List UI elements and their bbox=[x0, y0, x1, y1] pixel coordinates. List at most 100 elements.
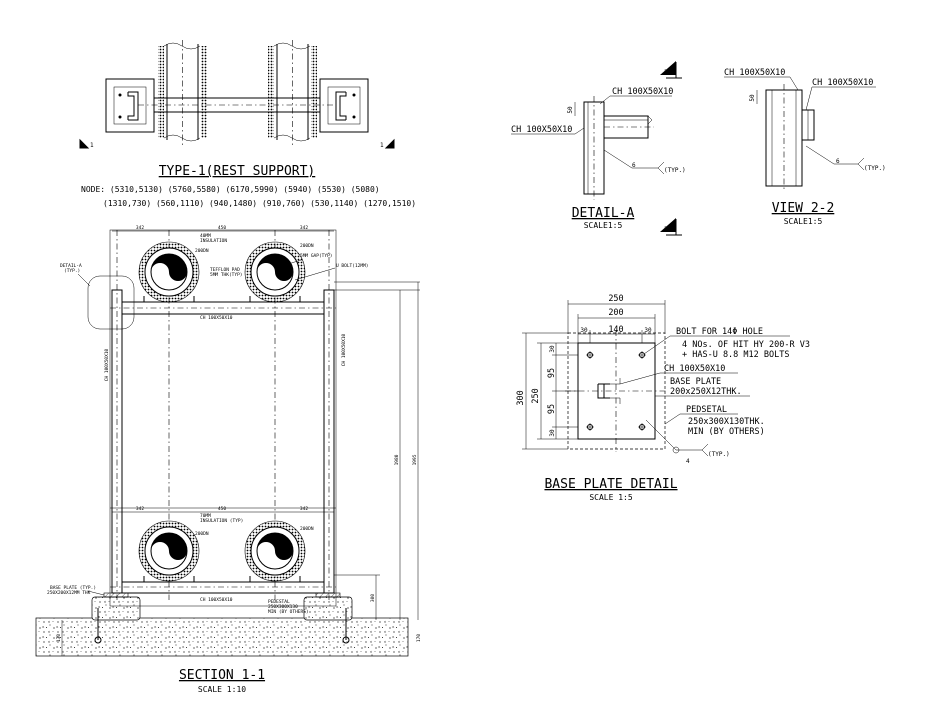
base-plate-detail: 250 200 30 140 30 300 250 30 95 95 30 BO… bbox=[516, 294, 810, 465]
anchor-bolt-tr bbox=[638, 351, 646, 359]
svg-text:BASE PLATE (TYP.): BASE PLATE (TYP.) bbox=[50, 585, 96, 591]
svg-text:2: 2 bbox=[664, 69, 668, 76]
beam-upper bbox=[121, 301, 325, 315]
svg-text:450: 450 bbox=[218, 225, 226, 231]
svg-text:CH 100X50X10: CH 100X50X10 bbox=[724, 68, 785, 78]
plan-endbox-left bbox=[105, 78, 155, 133]
svg-text:40MM: 40MM bbox=[200, 233, 211, 239]
svg-text:5MM THK(TYP): 5MM THK(TYP) bbox=[210, 272, 243, 278]
svg-text:CH 100X50X10: CH 100X50X10 bbox=[200, 597, 233, 603]
svg-text:250X300X130: 250X300X130 bbox=[268, 604, 298, 610]
pipe-lower-right bbox=[244, 520, 306, 583]
svg-text:+ HAS-U 8.8 M12 BOLTS: + HAS-U 8.8 M12 BOLTS bbox=[682, 350, 789, 360]
svg-text:(TYP.): (TYP.) bbox=[664, 167, 686, 174]
svg-text:95: 95 bbox=[547, 404, 557, 414]
svg-text:200DN: 200DN bbox=[300, 526, 314, 532]
plan-pipe-left-insulation-right bbox=[201, 46, 207, 138]
svg-text:INSULATION: INSULATION bbox=[200, 238, 227, 244]
svg-text:4: 4 bbox=[686, 458, 690, 465]
section11-scale: SCALE 1:10 bbox=[198, 685, 246, 694]
pipe-lower-left bbox=[138, 520, 200, 583]
svg-text:200DN: 200DN bbox=[195, 531, 209, 537]
svg-text:CH 100X50X10: CH 100X50X10 bbox=[664, 364, 725, 374]
svg-text:170: 170 bbox=[416, 634, 422, 642]
detail-a-scale: SCALE1:5 bbox=[584, 221, 623, 230]
svg-text:CH 100X50X10: CH 100X50X10 bbox=[511, 125, 572, 135]
svg-text:342: 342 bbox=[300, 506, 308, 512]
view-2-2: 50 CH 100X50X10 CH 100X50X10 6 (TYP.) bbox=[724, 68, 886, 192]
pedestal-left bbox=[91, 596, 141, 621]
concrete-slab bbox=[35, 617, 409, 657]
base-plate-scale: SCALE 1:5 bbox=[589, 493, 633, 502]
view22-title: VIEW 2-2 bbox=[772, 201, 835, 216]
svg-text:6: 6 bbox=[632, 162, 636, 169]
svg-text:342: 342 bbox=[136, 225, 144, 231]
svg-text:200x250X12THK.: 200x250X12THK. bbox=[670, 387, 742, 397]
svg-text:130: 130 bbox=[56, 634, 62, 642]
svg-text:250: 250 bbox=[608, 294, 623, 304]
svg-text:30: 30 bbox=[644, 327, 652, 334]
anchor-bolt-bl bbox=[586, 423, 594, 431]
svg-text:450: 450 bbox=[218, 506, 226, 512]
svg-text:(TYP.): (TYP.) bbox=[64, 268, 80, 274]
svg-text:MIN (BY OTHERS): MIN (BY OTHERS) bbox=[268, 609, 309, 615]
svg-text:342: 342 bbox=[300, 225, 308, 231]
svg-text:200DN: 200DN bbox=[300, 243, 314, 249]
type1-plan: 1 1 bbox=[79, 40, 395, 149]
svg-text:2: 2 bbox=[664, 226, 668, 233]
svg-text:CH 100X50X10: CH 100X50X10 bbox=[812, 78, 873, 88]
svg-text:300: 300 bbox=[516, 390, 526, 405]
svg-text:5MM GAP(TYP): 5MM GAP(TYP) bbox=[300, 253, 333, 259]
anchor-bolt-br bbox=[638, 423, 646, 431]
plan-endbox-right bbox=[319, 78, 369, 133]
svg-text:(TYP.): (TYP.) bbox=[708, 451, 730, 458]
svg-text:250: 250 bbox=[531, 388, 541, 403]
section-arrow-right: 1 bbox=[380, 138, 395, 149]
svg-text:MIN (BY OTHERS): MIN (BY OTHERS) bbox=[688, 427, 765, 437]
svg-text:200DN: 200DN bbox=[195, 248, 209, 254]
detail-a-title: DETAIL-A bbox=[572, 206, 635, 221]
plan-pipe-right-insulation-right bbox=[311, 46, 317, 138]
svg-text:50: 50 bbox=[567, 106, 574, 114]
svg-text:95: 95 bbox=[547, 368, 557, 378]
svg-text:342: 342 bbox=[136, 506, 144, 512]
section-arrow-2-top: 2 bbox=[660, 61, 682, 79]
section-arrow-left: 1 bbox=[79, 138, 94, 149]
svg-text:PEDSETAL: PEDSETAL bbox=[686, 405, 727, 415]
pipe-upper-left bbox=[138, 241, 200, 303]
svg-text:DETAIL-A: DETAIL-A bbox=[60, 263, 82, 269]
svg-text:6: 6 bbox=[836, 158, 840, 165]
svg-text:140: 140 bbox=[608, 325, 623, 335]
svg-text:U BOLT(12MM): U BOLT(12MM) bbox=[336, 263, 369, 269]
svg-text:1980: 1980 bbox=[394, 454, 400, 465]
svg-text:TEFFLON PAD: TEFFLON PAD bbox=[210, 267, 240, 273]
type1-nodes-line1: NODE: (5310,5130) (5760,5580) (6170,5990… bbox=[81, 185, 380, 194]
section-1-1: 342 450 342 342 450 342 40MM INSULATION … bbox=[35, 225, 422, 657]
section11-title: SECTION 1-1 bbox=[179, 668, 265, 683]
beam-lower bbox=[121, 581, 325, 594]
svg-text:1995: 1995 bbox=[412, 454, 418, 465]
svg-text:INSULATION (TYP): INSULATION (TYP) bbox=[200, 518, 243, 524]
svg-text:(TYP.): (TYP.) bbox=[864, 165, 886, 172]
svg-text:1: 1 bbox=[380, 142, 384, 149]
svg-text:250X200X12MM THK: 250X200X12MM THK bbox=[47, 590, 91, 596]
svg-text:30: 30 bbox=[580, 327, 588, 334]
type1-title: TYPE-1(REST SUPPORT) bbox=[159, 164, 316, 179]
view22-scale: SCALE1:5 bbox=[784, 217, 823, 226]
svg-text:PEDESTAL: PEDESTAL bbox=[268, 599, 290, 605]
svg-text:300: 300 bbox=[370, 594, 376, 602]
svg-text:CH 100X50X10: CH 100X50X10 bbox=[341, 333, 347, 366]
svg-text:CH 100X50X10: CH 100X50X10 bbox=[104, 348, 110, 381]
svg-text:4 NOs. OF HIT HY 200-R V3: 4 NOs. OF HIT HY 200-R V3 bbox=[682, 340, 810, 350]
pedestal-right bbox=[303, 596, 353, 621]
svg-text:30: 30 bbox=[549, 429, 556, 437]
svg-text:BOLT FOR 14Φ HOLE: BOLT FOR 14Φ HOLE bbox=[676, 327, 763, 337]
base-plate-title: BASE PLATE DETAIL bbox=[544, 477, 677, 492]
svg-text:CH 100X50X10: CH 100X50X10 bbox=[612, 87, 673, 97]
detail-a-callout bbox=[87, 275, 135, 330]
section-arrow-2-bottom: 2 bbox=[660, 218, 682, 236]
plan-pipe-left-insulation-left bbox=[158, 46, 164, 138]
plan-pipe-right-insulation-left bbox=[268, 46, 274, 138]
svg-text:BASE PLATE: BASE PLATE bbox=[670, 377, 721, 387]
